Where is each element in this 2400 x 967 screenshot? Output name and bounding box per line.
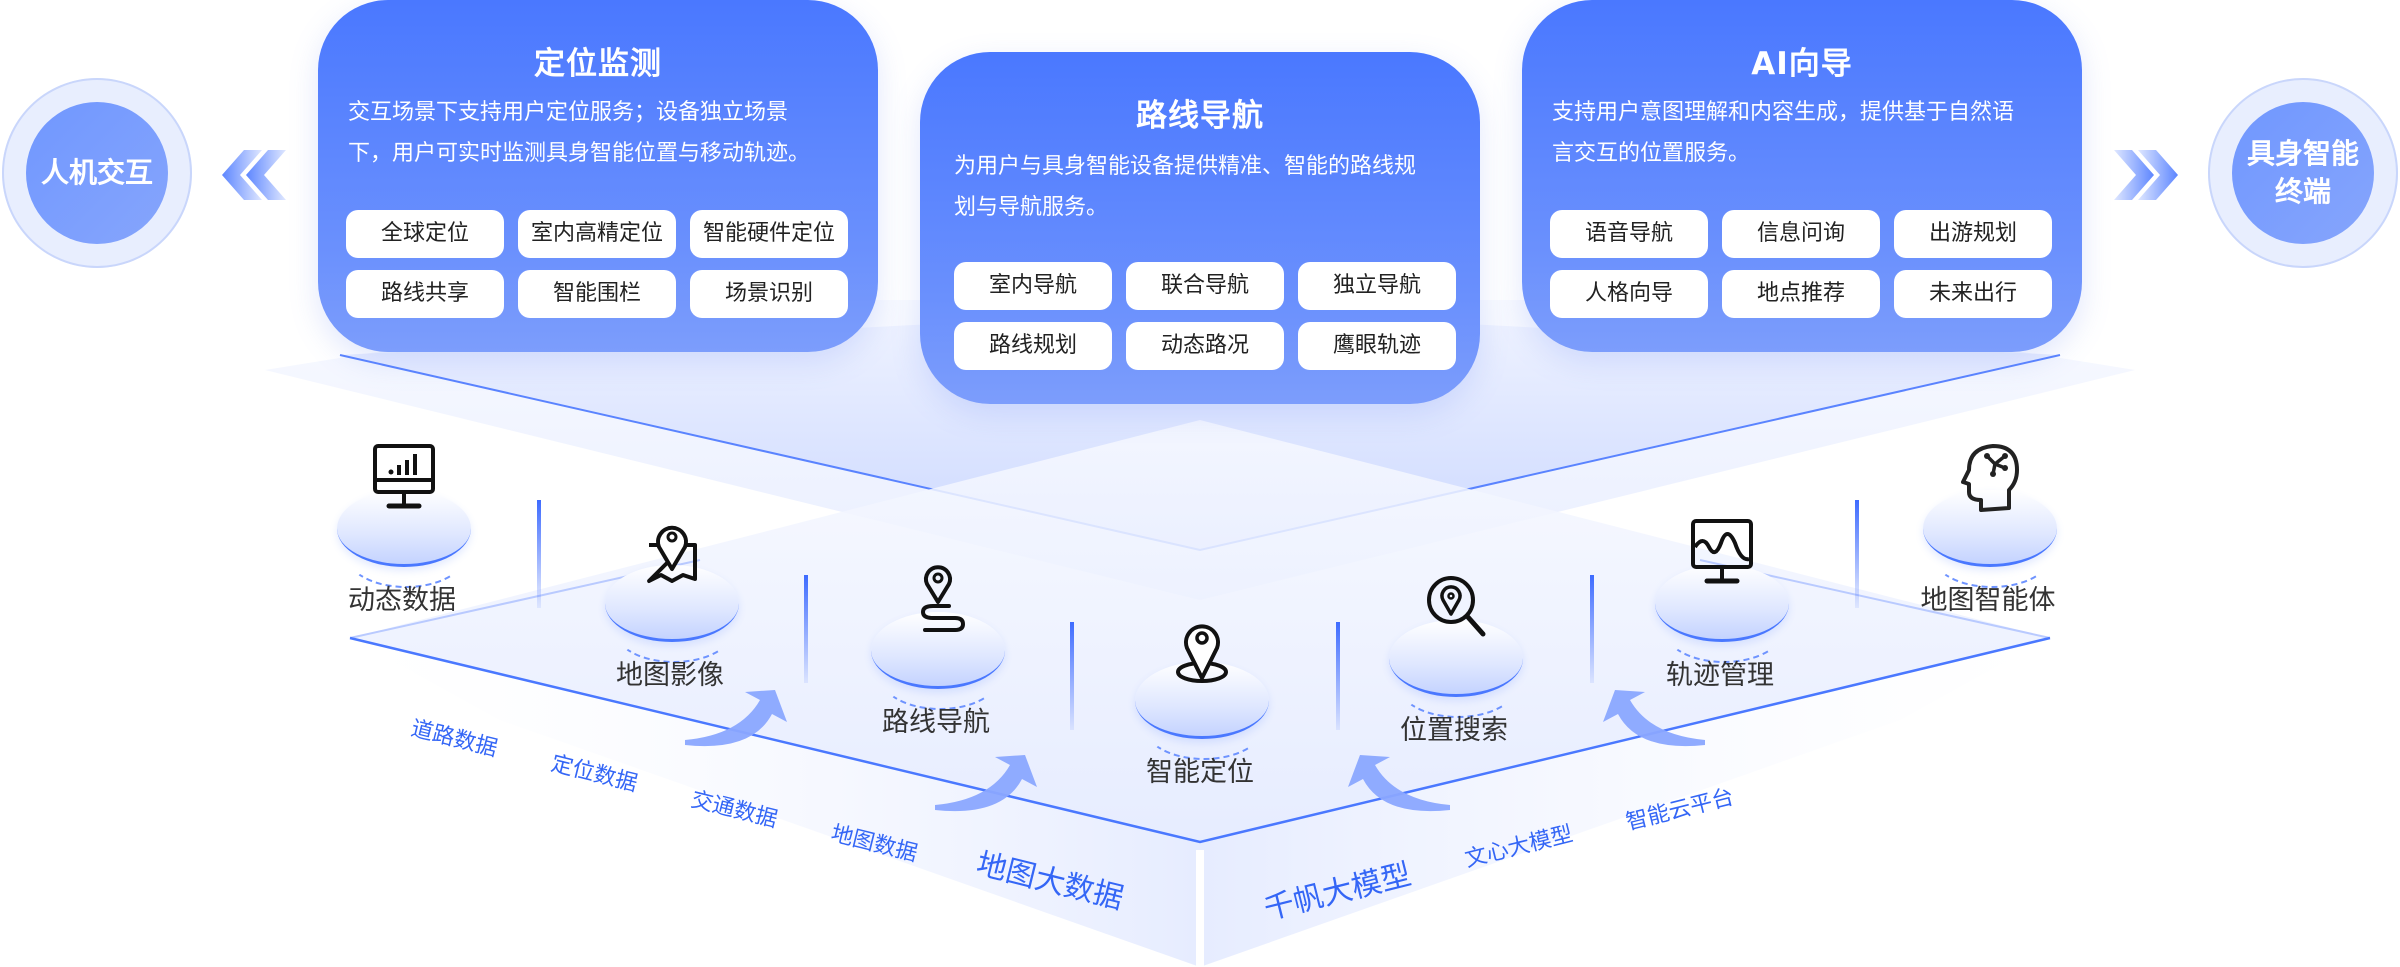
divider <box>1070 622 1074 730</box>
tag-button[interactable]: 地点推荐 <box>1722 270 1880 318</box>
tag-button[interactable]: 全球定位 <box>346 210 504 258</box>
monitor-signal-icon <box>373 444 435 509</box>
divider <box>537 500 541 608</box>
tag-button[interactable]: 智能围栏 <box>518 270 676 318</box>
card-ai-guide: AI向导 支持用户意图理解和内容生成，提供基于自然语 言交互的位置服务。 语音导… <box>1522 0 2082 352</box>
card-route-navigation: 路线导航 为用户与具身智能设备提供精准、智能的路线规 划与导航服务。 室内导航 … <box>920 52 1480 404</box>
capability-dynamic-data: 动态数据 <box>312 444 492 650</box>
slab-v-edge <box>349 636 2051 844</box>
divider <box>1855 500 1859 608</box>
card-description: 交互场景下支持用户定位服务；设备独立场景 下，用户可实时监测具身智能位置与移动轨… <box>348 100 811 166</box>
monitor-wave-icon <box>1691 519 1753 584</box>
capability-smart-positioning: 智能定位 <box>1110 622 1290 822</box>
tag-button[interactable]: 出游规划 <box>1894 210 2052 258</box>
double-chevron-right-icon <box>2114 150 2178 200</box>
tag-button[interactable]: 室内导航 <box>954 262 1112 310</box>
divider <box>1336 622 1340 730</box>
tag-button[interactable]: 场景识别 <box>690 270 848 318</box>
right-endpoint-core: 具身智能 终端 <box>2232 102 2374 244</box>
capability-label: 位置搜索 <box>1400 715 1508 746</box>
right-endpoint-label-1: 具身智能 <box>2246 137 2359 170</box>
card-title: 定位监测 <box>534 46 662 82</box>
tag-button[interactable]: 未来出行 <box>1894 270 2052 318</box>
card-description: 支持用户意图理解和内容生成，提供基于自然语 言交互的位置服务。 <box>1552 100 2015 166</box>
arrow-up-icon <box>685 690 1705 812</box>
slab-right-face <box>1200 638 2050 967</box>
capability-route-navigation: 路线导航 <box>846 565 1026 772</box>
tag-button[interactable]: 独立导航 <box>1298 262 1456 310</box>
capability-map-imagery: 地图影像 <box>580 525 760 725</box>
tag-button[interactable]: 室内高精定位 <box>518 210 676 258</box>
slab-left-face <box>350 638 1200 967</box>
right-endpoint: 具身智能 终端 <box>2208 78 2398 268</box>
left-endpoint-label: 人机交互 <box>40 156 153 189</box>
tag-button[interactable]: 信息问询 <box>1722 210 1880 258</box>
card-title: AI向导 <box>1751 46 1853 82</box>
tag-button[interactable]: 语音导航 <box>1550 210 1708 258</box>
capability-label: 地图影像 <box>616 660 724 691</box>
card-positioning-monitoring: 定位监测 交互场景下支持用户定位服务；设备独立场景 下，用户可实时监测具身智能位… <box>318 0 878 352</box>
left-endpoint: 人机交互 <box>2 78 192 268</box>
capability-label: 智能定位 <box>1146 757 1254 788</box>
double-chevron-left-icon <box>222 150 286 200</box>
capability-map-agent: 地图智能体 <box>1898 444 2078 650</box>
left-endpoint-core: 人机交互 <box>26 102 168 244</box>
route-pin-icon <box>920 565 966 632</box>
location-pin-icon <box>1176 624 1228 683</box>
divider <box>1590 575 1594 683</box>
tag-button[interactable]: 路线规划 <box>954 322 1112 370</box>
capability-location-search: 位置搜索 <box>1364 576 1544 780</box>
tag-button[interactable]: 路线共享 <box>346 270 504 318</box>
map-pin-icon <box>647 525 697 583</box>
brain-head-icon <box>1961 444 2019 512</box>
capability-label: 地图智能体 <box>1920 585 2056 616</box>
tag-button[interactable]: 联合导航 <box>1126 262 1284 310</box>
capability-label: 动态数据 <box>348 585 456 616</box>
right-endpoint-label-2: 终端 <box>2274 175 2331 208</box>
capability-label: 轨迹管理 <box>1666 660 1774 691</box>
tag-button[interactable]: 智能硬件定位 <box>690 210 848 258</box>
search-location-icon <box>1427 576 1486 637</box>
capability-label: 路线导航 <box>882 707 990 738</box>
card-title: 路线导航 <box>1136 98 1264 134</box>
tag-button[interactable]: 人格向导 <box>1550 270 1708 318</box>
tag-button[interactable]: 鹰眼轨迹 <box>1298 322 1456 370</box>
divider <box>804 575 808 683</box>
card-description: 为用户与具身智能设备提供精准、智能的路线规 划与导航服务。 <box>954 154 1417 220</box>
tag-button[interactable]: 动态路况 <box>1126 322 1284 370</box>
capability-track-management: 轨迹管理 <box>1630 519 1810 725</box>
